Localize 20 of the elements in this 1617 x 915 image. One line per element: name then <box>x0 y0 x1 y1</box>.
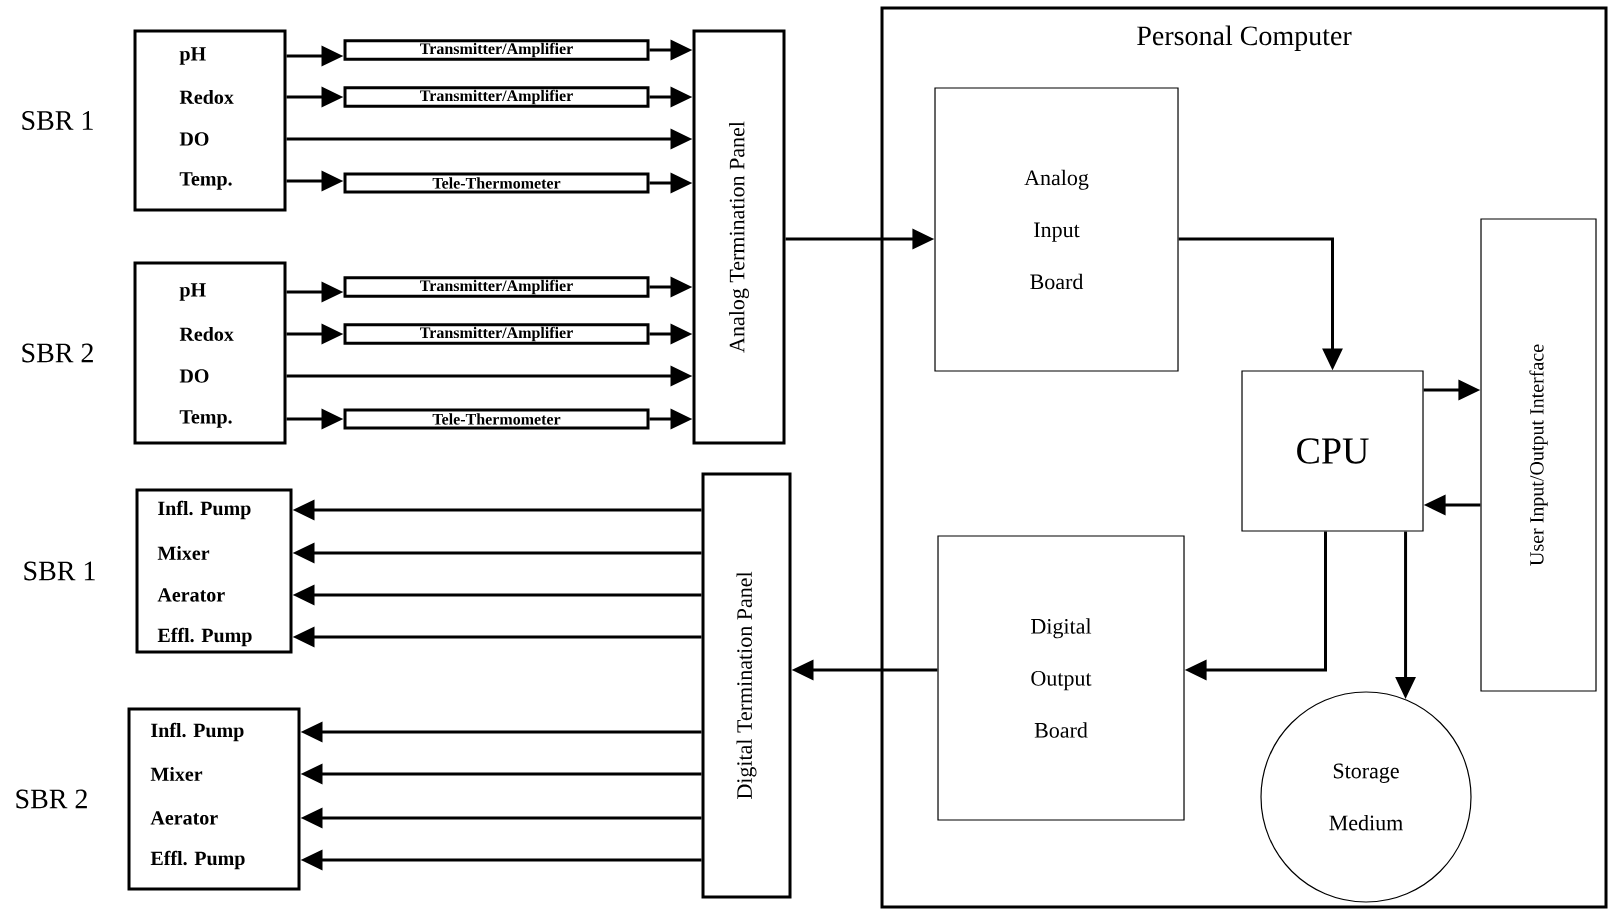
node-label: SBR 1 <box>24 561 95 581</box>
board-box: Digital Output Board <box>937 535 1185 821</box>
transmitter-box: Transmitter/Amplifier <box>343 276 650 298</box>
transmitter-box: Tele-Thermometer <box>343 408 650 430</box>
reactor-box: SBR 2 pH Redox DO Temp. <box>22 261 287 445</box>
node-label: SBR 2 <box>22 343 93 363</box>
interface-box: User Input/Output Interface <box>1480 218 1597 692</box>
cpu-box: CPU <box>1241 370 1424 532</box>
termination-panel: Analog Termination Panel <box>692 29 786 445</box>
board-box: Analog Input Board <box>934 87 1179 372</box>
termination-panel: Digital Termination Panel <box>701 472 792 899</box>
transmitter-box: Transmitter/Amplifier <box>343 86 650 108</box>
reactor-box: SBR 2 Infl. Pump Mixer Aerator Effl. Pump <box>16 707 301 891</box>
reactor-box: SBR 1 pH Redox DO Temp. <box>22 29 287 212</box>
node-label: SBR 2 <box>16 789 87 809</box>
transmitter-box: Transmitter/Amplifier <box>343 323 650 345</box>
transmitter-box: Transmitter/Amplifier <box>343 39 650 61</box>
node-label: SBR 1 <box>22 111 93 130</box>
reactor-box: SBR 1 Infl. Pump Mixer Aerator Effl. Pump <box>24 488 293 654</box>
transmitter-box: Tele-Thermometer <box>343 172 650 194</box>
